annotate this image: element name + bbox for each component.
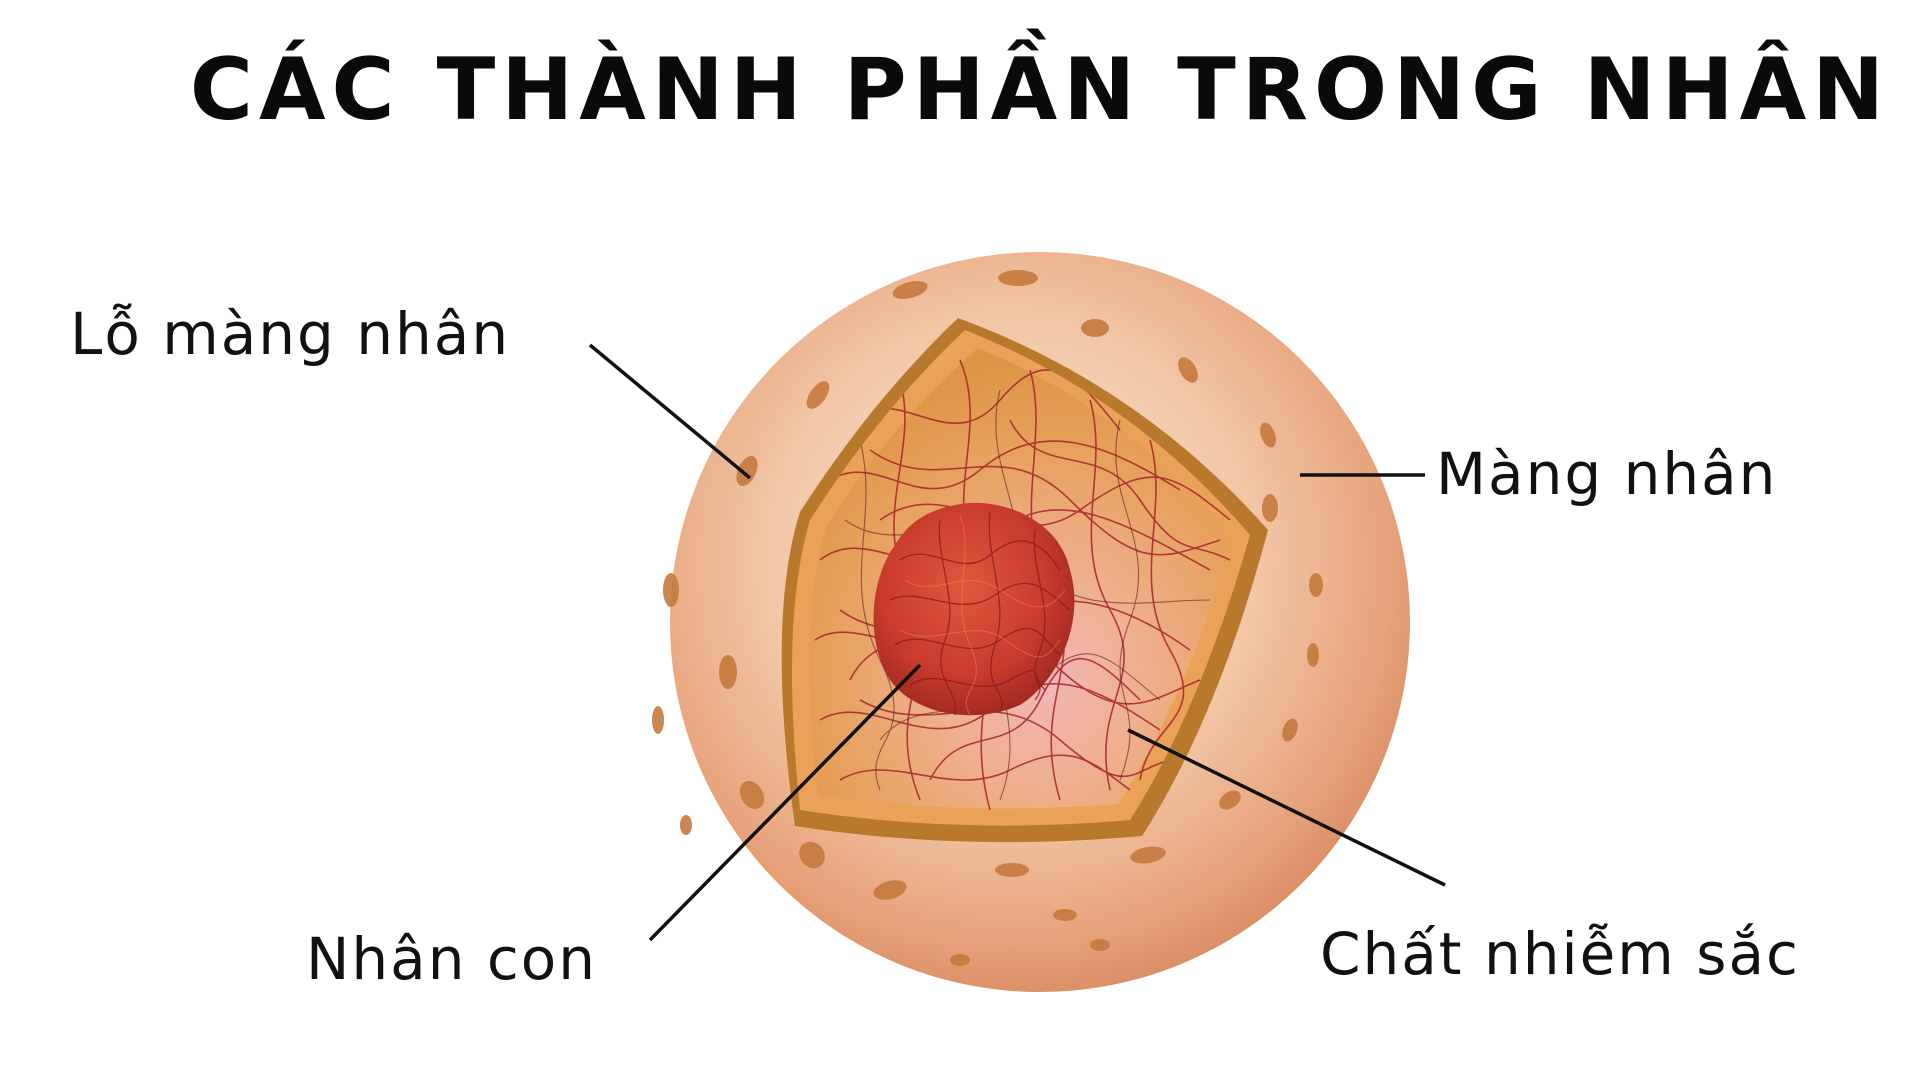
label-nucleolus: Nhân con	[306, 925, 598, 993]
leader-line-chromatin	[1127, 728, 1446, 887]
label-chromatin: Chất nhiễm sắc	[1320, 920, 1800, 988]
nuclear-pores	[652, 270, 1323, 966]
leader-line-nucleolus	[648, 663, 922, 942]
leader-lines	[588, 343, 1446, 942]
leader-line-pore	[588, 343, 752, 480]
nucleolus	[873, 502, 1075, 716]
label-nuclear-membrane: Màng nhân	[1436, 440, 1778, 508]
label-nuclear-pore: Lỗ màng nhân	[70, 300, 511, 368]
page-title: CÁC THÀNH PHẦN TRONG NHÂN	[189, 40, 1891, 140]
